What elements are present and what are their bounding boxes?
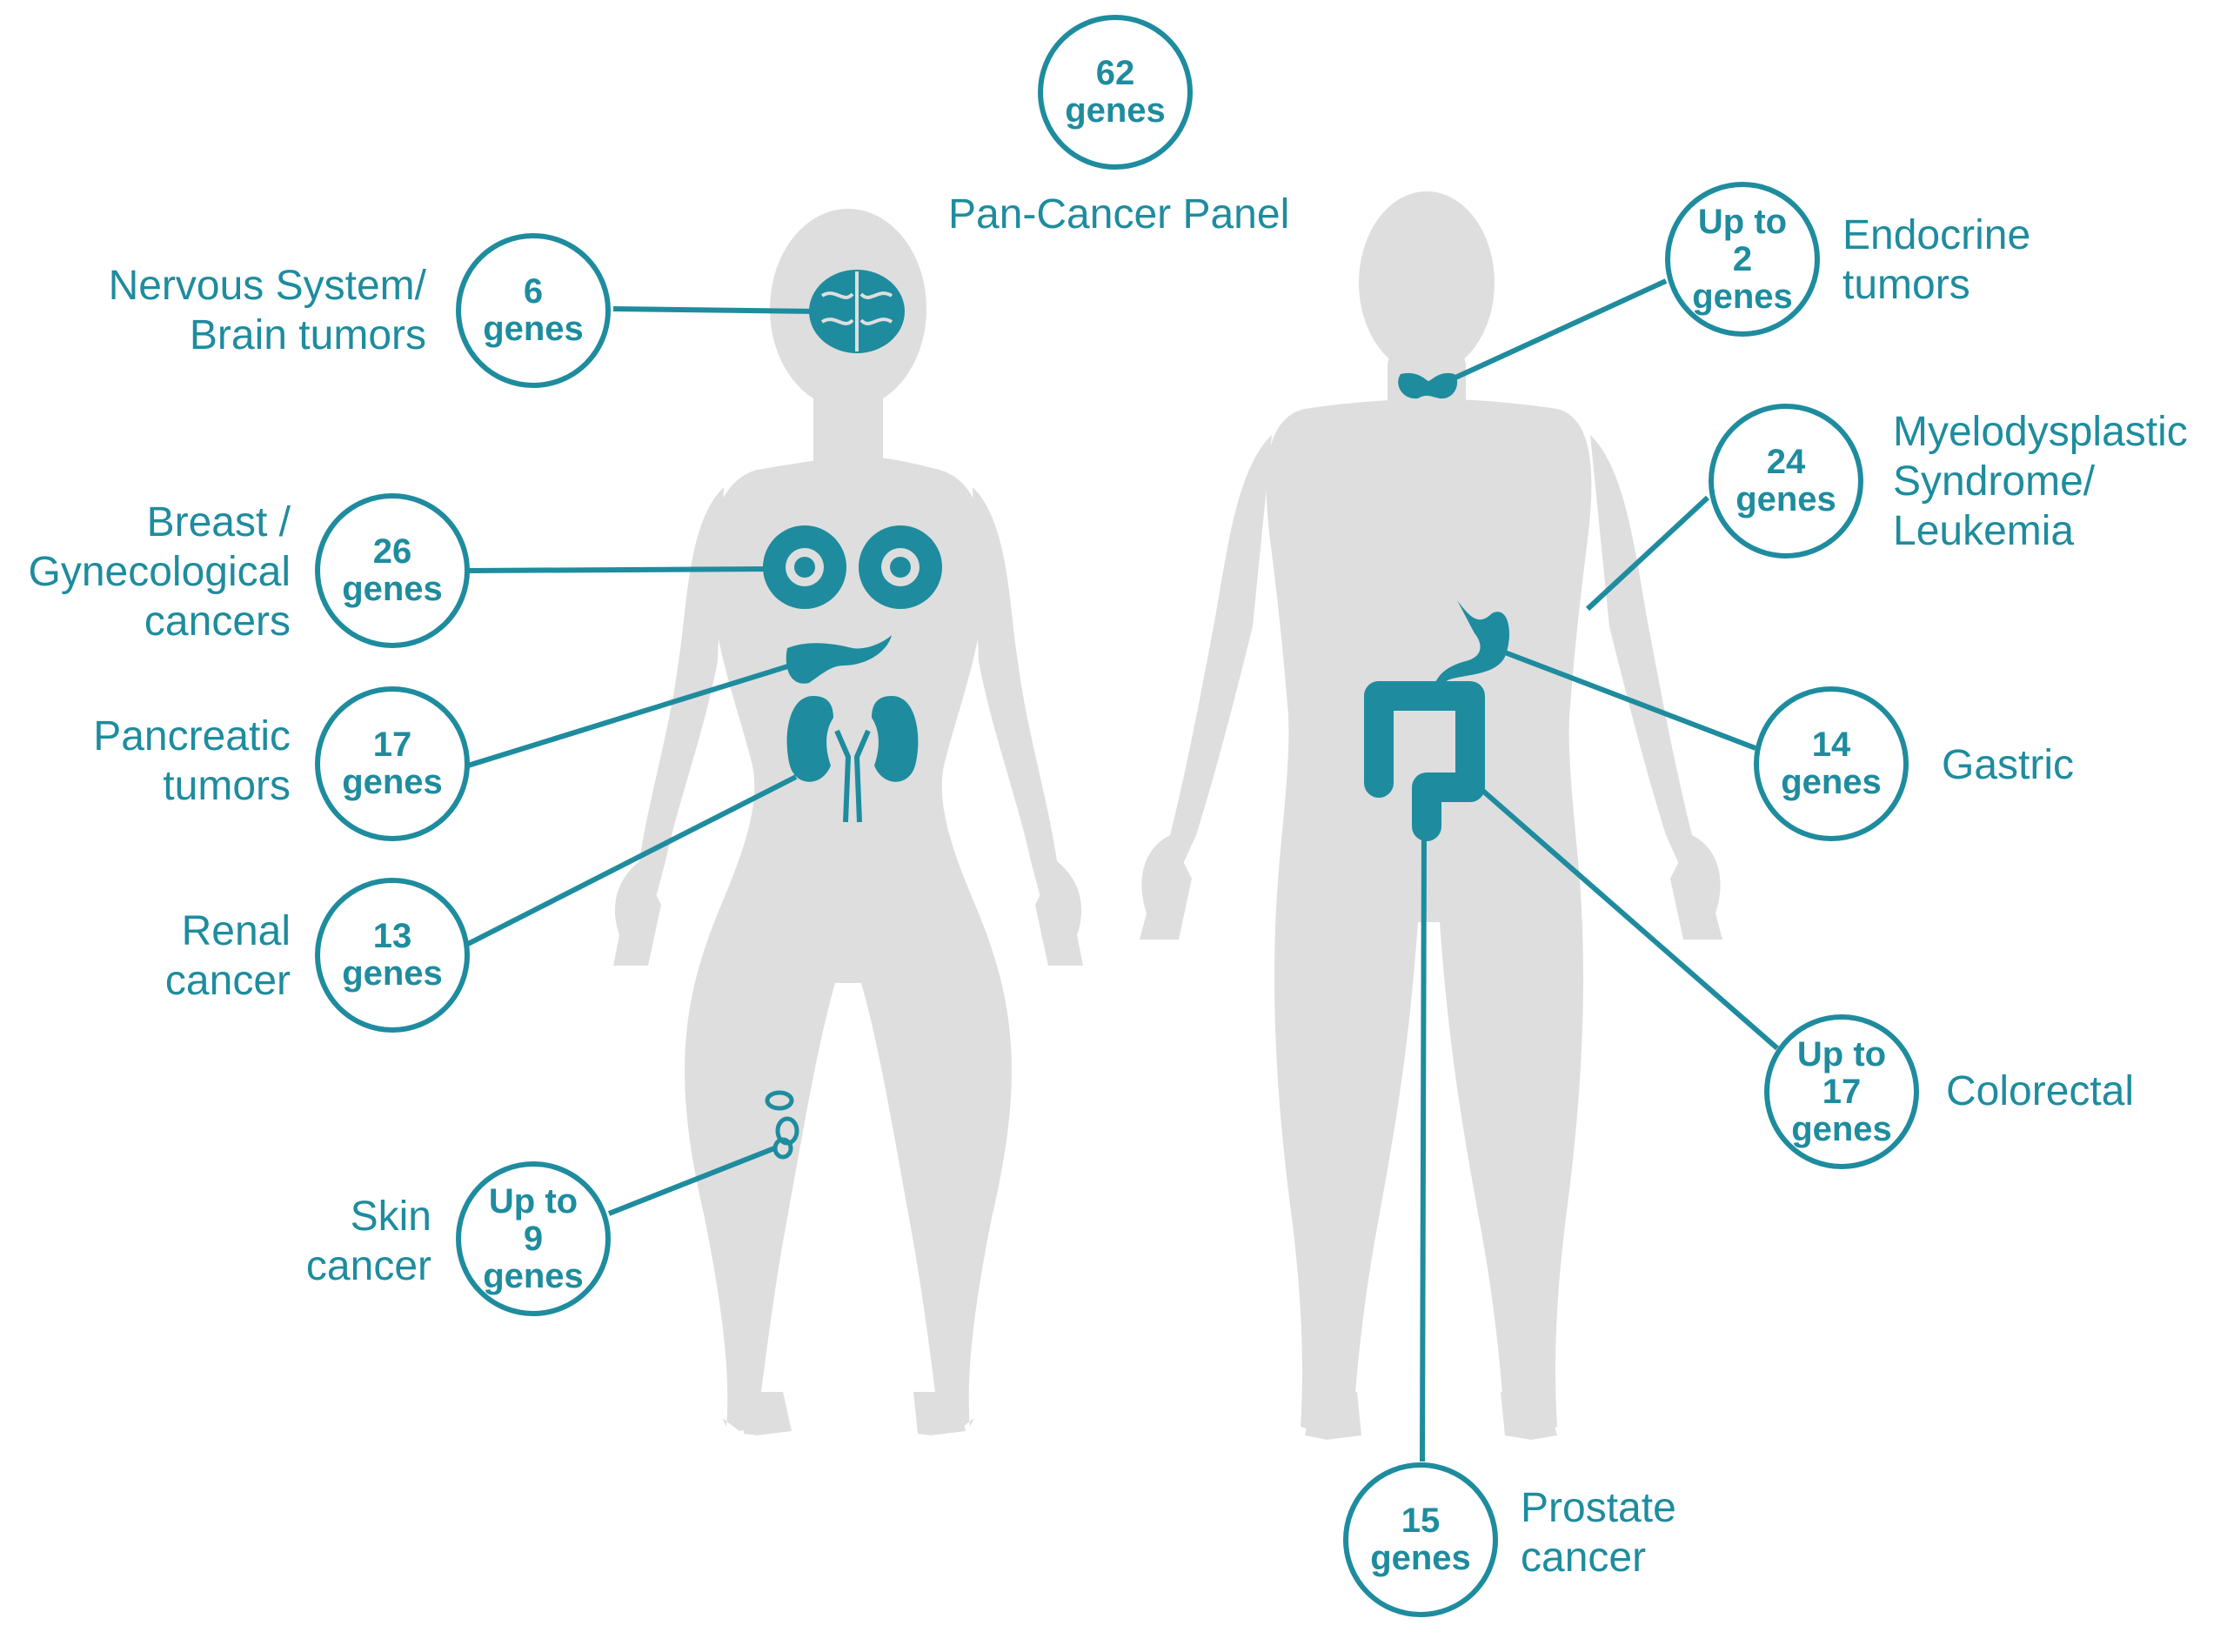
myelo-connector <box>1585 495 1710 612</box>
gastric-label: Gastric <box>1942 742 2075 788</box>
prostate-count-badge: 15 genes <box>1343 1462 1498 1617</box>
count-line: genes <box>342 954 443 993</box>
count-line: 13 <box>372 917 412 955</box>
pancreatic-connector <box>467 659 806 768</box>
count-line: genes <box>342 570 443 608</box>
pancreas-icon <box>786 635 892 684</box>
gastric-connector <box>1503 650 1757 751</box>
stomach-icon <box>1434 600 1509 692</box>
count-line: 17 <box>372 726 412 764</box>
count-line: genes <box>1370 1539 1471 1577</box>
breast-connector <box>467 566 771 573</box>
thyroid-icon <box>1398 372 1458 399</box>
endocrine-connector <box>1442 278 1668 385</box>
colorectal-connector <box>1477 785 1779 1051</box>
kidney-icon <box>786 696 919 823</box>
count-line: 62 <box>1095 54 1135 92</box>
male-silhouette <box>1140 191 1722 1440</box>
pan-cancer-label: Pan-Cancer Panel <box>948 191 1290 237</box>
count-line: Up to <box>1697 202 1788 241</box>
count-line: Up to <box>1796 1034 1887 1073</box>
colorectal-label: Colorectal <box>1946 1068 2135 1114</box>
count-line: genes <box>483 1256 584 1295</box>
count-line: genes <box>1692 277 1793 316</box>
myelo-label: Myelodysplastic Syndrome/ Leukemia <box>1893 409 2188 554</box>
colon-icon <box>1364 681 1485 841</box>
skin-connector <box>607 1146 776 1216</box>
pan-cancer-count-badge: 62 genes <box>1038 15 1193 170</box>
renal-label: Renal cancer <box>164 908 291 1004</box>
nervous-label: Nervous System/ Brain tumors <box>108 263 426 358</box>
count-line: genes <box>1735 480 1836 518</box>
skin-label: Skin cancer <box>305 1194 431 1289</box>
skin-count-badge: Up to 9 genes <box>456 1161 611 1316</box>
renal-connector <box>466 774 798 946</box>
pancreatic-label: Pancreatic tumors <box>93 713 291 809</box>
count-line: genes <box>342 763 443 801</box>
count-line: Up to <box>488 1181 578 1221</box>
female-silhouette <box>613 209 1083 1435</box>
myelo-count-badge: 24 genes <box>1709 404 1863 558</box>
count-line: genes <box>483 310 584 348</box>
renal-count-badge: 13 genes <box>315 878 470 1033</box>
count-line: 6 <box>523 272 544 311</box>
count-line: 14 <box>1811 726 1851 764</box>
pancreatic-count-badge: 17 genes <box>315 686 470 841</box>
count-line: genes <box>1781 763 1882 801</box>
count-line: 2 <box>1732 239 1753 278</box>
breast-label: Breast / Gynecological cancers <box>28 499 291 645</box>
count-line: genes <box>1065 91 1166 130</box>
breast-icon <box>763 525 942 609</box>
count-line: 17 <box>1822 1072 1862 1111</box>
breast-count-badge: 26 genes <box>315 493 470 648</box>
prostate-label: Prostate cancer <box>1521 1485 1676 1581</box>
count-line: 9 <box>523 1219 544 1258</box>
prostate-connector <box>1420 826 1427 1462</box>
count-line: 15 <box>1401 1502 1441 1540</box>
endocrine-label: Endocrine tumors <box>1842 212 2031 308</box>
nervous-connector <box>612 306 819 314</box>
count-line: genes <box>1791 1109 1892 1148</box>
count-line: 26 <box>372 532 412 571</box>
skin-lesion-icon <box>765 1090 799 1160</box>
gastric-count-badge: 14 genes <box>1754 686 1909 841</box>
connector-lines <box>466 278 1779 1462</box>
colorectal-count-badge: Up to 17 genes <box>1764 1014 1919 1169</box>
organ-icons <box>763 270 1509 1160</box>
count-line: 24 <box>1766 443 1806 481</box>
endocrine-count-badge: Up to 2 genes <box>1665 182 1820 337</box>
brain-icon <box>809 270 905 353</box>
nervous-count-badge: 6 genes <box>456 233 611 388</box>
